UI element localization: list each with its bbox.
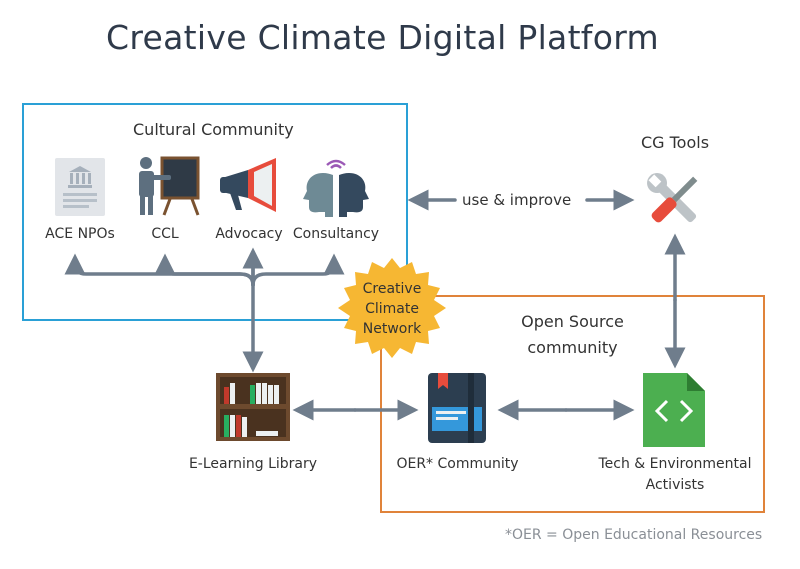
open-source-label-line2: community xyxy=(527,338,618,357)
member-label-ace: ACE NPOs xyxy=(45,226,115,242)
megaphone-icon xyxy=(220,158,276,212)
cultural-community-box xyxy=(22,103,408,321)
wrench-screwdriver-icon xyxy=(647,173,698,223)
footnote: *OER = Open Educational Resources xyxy=(505,527,763,543)
open-source-box xyxy=(380,295,765,513)
library-label: E-Learning Library xyxy=(188,456,318,472)
diagram-title: Creative Climate Digital Platform xyxy=(106,18,659,57)
branch-ccl xyxy=(154,253,255,287)
network-badge-line1: Creative xyxy=(362,281,422,297)
cultural-community-label: Cultural Community xyxy=(133,120,294,139)
network-badge-label: Creative Climate Network xyxy=(340,279,444,339)
document-building-icon xyxy=(55,158,105,216)
member-label-consultancy: Consultancy xyxy=(292,226,380,242)
code-file-icon xyxy=(643,373,705,447)
oer-label: OER* Community xyxy=(396,456,519,472)
cg-tools-label: CG Tools xyxy=(640,133,710,152)
network-badge-line3: Network xyxy=(362,321,422,337)
tech-label-line2: Activists xyxy=(645,477,705,493)
notebook-icon xyxy=(428,373,486,443)
consulting-heads-icon xyxy=(303,159,369,217)
network-badge-line2: Climate xyxy=(365,301,419,317)
tech-label-line1: Tech & Environmental xyxy=(598,456,752,472)
teacher-board-icon xyxy=(139,156,200,216)
member-label-advocacy: Advocacy xyxy=(215,226,283,242)
bookshelf-icon xyxy=(216,373,290,441)
member-label-ccl: CCL xyxy=(151,226,179,242)
branch-consultancy xyxy=(251,253,345,287)
starburst-badge-icon xyxy=(338,258,446,358)
use-improve-label: use & improve xyxy=(462,191,572,209)
open-source-label-line1: Open Source xyxy=(521,312,624,331)
